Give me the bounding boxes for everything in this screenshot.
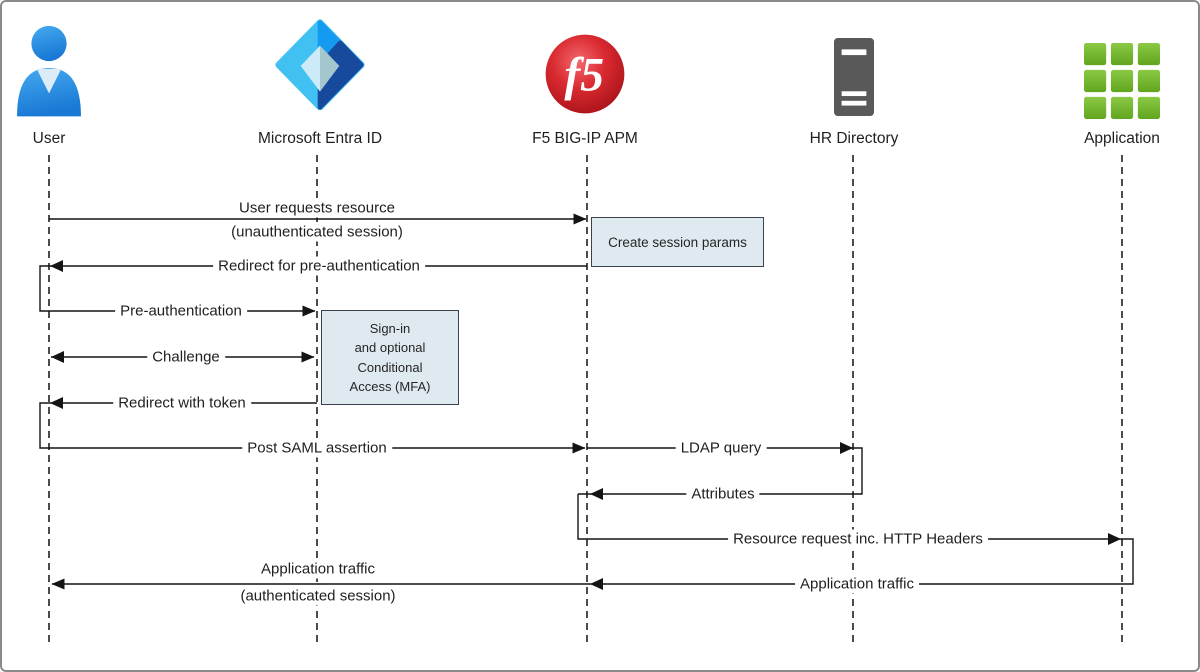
arrowhead-ldap-at-hr (840, 442, 853, 454)
app-grid-icon (1084, 43, 1160, 119)
actor-label-entra-id: Microsoft Entra ID (257, 130, 383, 147)
message-request-line2: (unauthenticated session) (226, 222, 408, 242)
arrowheads (50, 260, 1121, 590)
arrowhead-attributes-at-f5 (590, 488, 603, 500)
message-request-line1: User requests resource (234, 198, 400, 218)
message-resource-request: Resource request inc. HTTP Headers (728, 529, 988, 549)
line-resource-request-then-app-traffic (51, 494, 1134, 590)
note-signin-line-1: Sign-in (369, 320, 411, 336)
server-icon (834, 37, 874, 117)
note-signin-line-2: and optional (354, 340, 426, 355)
actor-label-hr-directory: HR Directory (809, 130, 899, 147)
note-create-session-params: Create session params (591, 217, 764, 267)
message-redirect-preauth: Redirect for pre-authentication (213, 256, 425, 276)
f5-ball-icon: f5 (545, 34, 625, 114)
actor-label-f5-apm: F5 BIG-IP APM (532, 130, 638, 147)
actor-label-application: Application (1084, 130, 1160, 147)
arrowhead-redirect-preauth-at-user (50, 260, 63, 272)
message-challenge: Challenge (147, 347, 225, 367)
f5-logo-text: f5 (564, 49, 604, 101)
actor-label-user: User (32, 130, 66, 147)
message-redirect-token: Redirect with token (113, 393, 251, 413)
message-app-traffic-right: Application traffic (795, 574, 919, 594)
note-signin-conditional-access: Sign-in and optional Conditional Access … (321, 310, 459, 405)
message-preauth: Pre-authentication (115, 301, 247, 321)
message-app-traffic-line1: Application traffic (256, 559, 380, 579)
note-signin-line-3: Conditional (357, 359, 423, 375)
message-post-saml: Post SAML assertion (242, 438, 392, 458)
note-create-session-text: Create session params (608, 234, 747, 250)
arrowhead-challenge-at-user (51, 351, 64, 363)
user-icon (17, 25, 81, 117)
message-attributes: Attributes (686, 484, 760, 504)
arrowhead-app-traffic-at-f5 (590, 578, 603, 590)
note-signin-line-4: Access (MFA) (349, 379, 431, 394)
lifelines (48, 155, 1123, 642)
arrowhead-redirect-token-at-user (50, 397, 63, 409)
arrowhead-resource-at-app (1108, 533, 1121, 545)
message-ldap-query: LDAP query (675, 438, 767, 458)
entra-id-icon (275, 19, 365, 110)
message-app-traffic-line2: (authenticated session) (235, 586, 401, 606)
